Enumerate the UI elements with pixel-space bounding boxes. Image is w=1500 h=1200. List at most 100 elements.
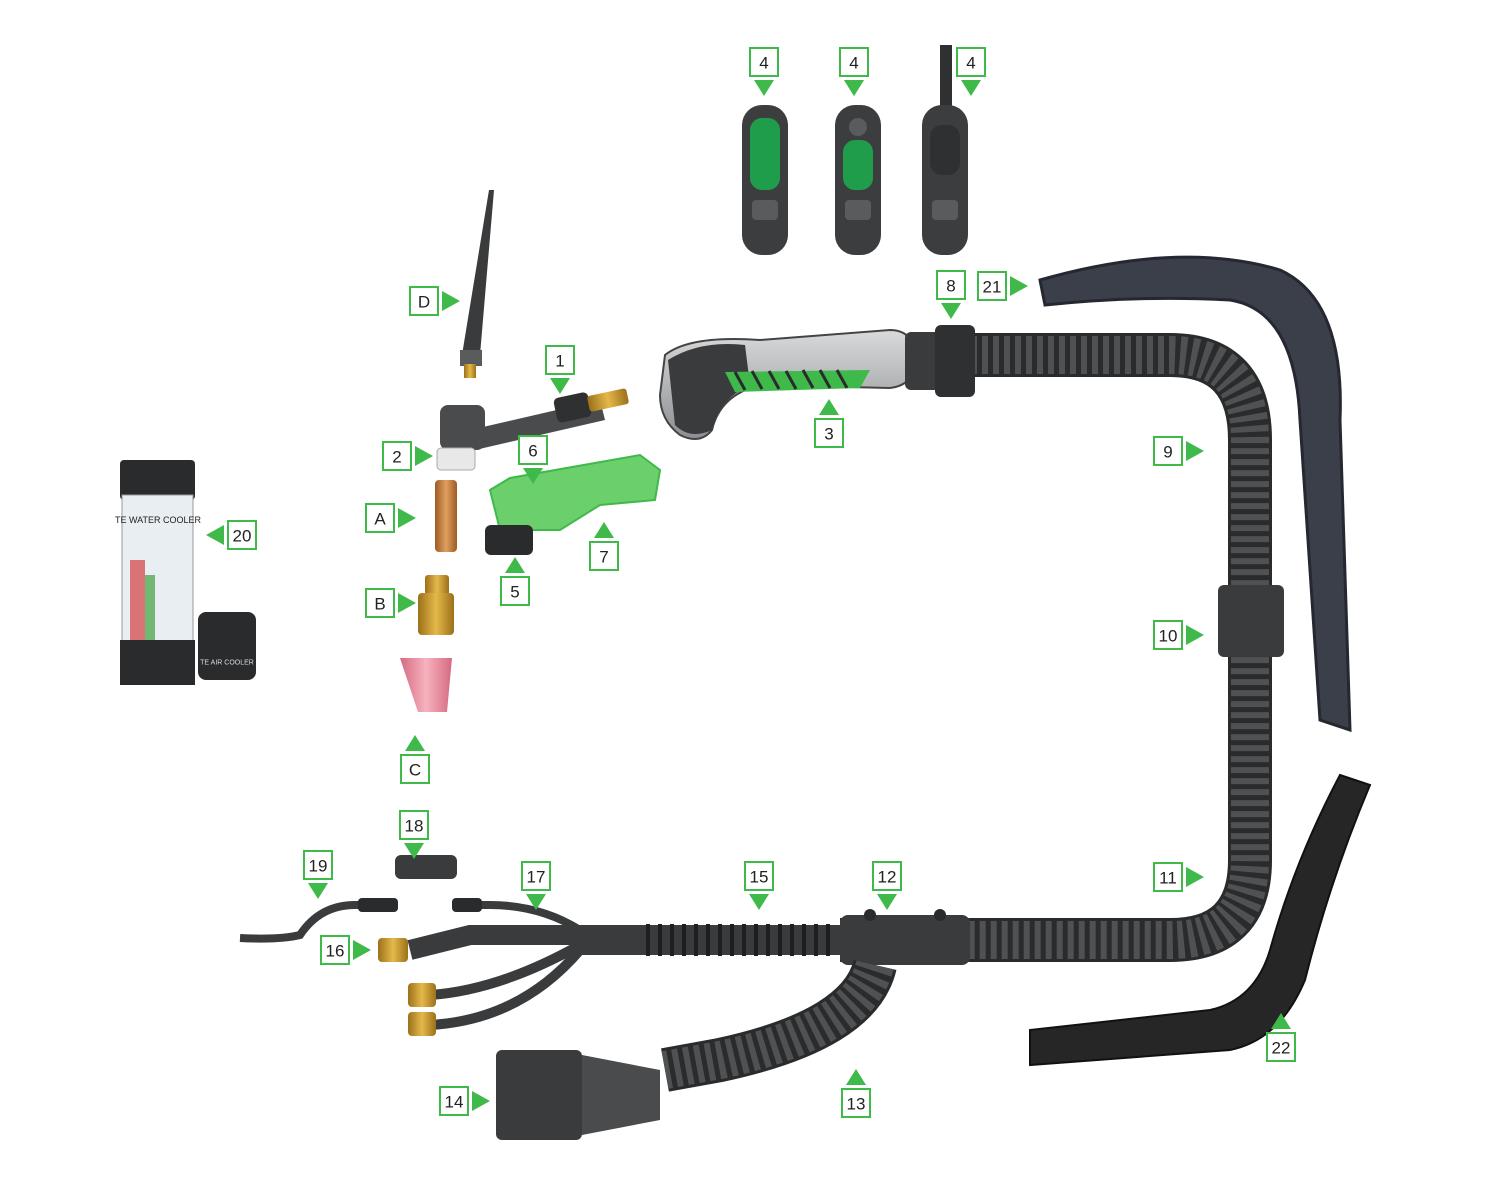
callout-20: 20 bbox=[206, 520, 257, 550]
callout-label: 2 bbox=[392, 448, 401, 467]
callout-arrow-icon bbox=[523, 468, 543, 484]
callout-label: 3 bbox=[824, 425, 833, 444]
callout-15: 15 bbox=[744, 861, 774, 910]
coolant-cap: TE AIR COOLER bbox=[198, 612, 256, 680]
callout-label: 4 bbox=[966, 54, 975, 73]
switch-module-2 bbox=[835, 105, 881, 255]
callout-arrow-icon bbox=[961, 80, 981, 96]
torch-handle bbox=[658, 325, 975, 440]
fitting-16 bbox=[378, 938, 408, 962]
callout-box bbox=[956, 47, 986, 77]
callout-C: C bbox=[400, 735, 430, 784]
callout-label: C bbox=[409, 761, 421, 780]
callout-box bbox=[400, 754, 430, 784]
callout-10: 10 bbox=[1153, 620, 1204, 650]
callout-4c: 4 bbox=[839, 47, 869, 96]
callout-box bbox=[977, 271, 1007, 301]
callout-box bbox=[1153, 862, 1183, 892]
callout-7: 7 bbox=[589, 522, 619, 571]
callout-label: 21 bbox=[983, 278, 1002, 297]
switch-module-1 bbox=[742, 105, 788, 255]
callout-box bbox=[320, 935, 350, 965]
callout-box bbox=[872, 861, 902, 891]
callout-label: 7 bbox=[599, 548, 608, 567]
main-hose bbox=[840, 333, 1284, 962]
callout-label: 4 bbox=[849, 54, 858, 73]
callout-arrow-icon bbox=[505, 557, 525, 573]
callout-box bbox=[589, 541, 619, 571]
callout-box bbox=[303, 850, 333, 880]
callout-22: 22 bbox=[1266, 1013, 1296, 1062]
callout-label: 16 bbox=[326, 942, 345, 961]
callout-box bbox=[439, 1086, 469, 1116]
callout-label: 1 bbox=[555, 352, 564, 371]
callout-4a: 4 bbox=[749, 47, 779, 96]
callout-label: A bbox=[374, 510, 386, 529]
callout-label: 8 bbox=[946, 277, 955, 296]
tungsten-electrode-D bbox=[460, 190, 494, 378]
control-cable-19 bbox=[239, 901, 395, 943]
water-cooler-text: TE WATER COOLER bbox=[115, 515, 202, 525]
callout-3: 3 bbox=[814, 399, 844, 448]
callout-14: 14 bbox=[439, 1086, 490, 1116]
callout-17: 17 bbox=[521, 861, 551, 910]
callout-D: D bbox=[409, 286, 460, 316]
callout-18: 18 bbox=[399, 810, 429, 859]
cable-ends bbox=[239, 855, 584, 1036]
callout-label: 5 bbox=[510, 583, 519, 602]
callout-arrow-icon bbox=[353, 940, 371, 960]
callout-label: 13 bbox=[847, 1095, 866, 1114]
collet-body-B bbox=[418, 575, 454, 635]
callout-box bbox=[1153, 620, 1183, 650]
callout-arrow-icon bbox=[1186, 867, 1204, 887]
hose-joint-10 bbox=[1218, 585, 1284, 657]
callout-13: 13 bbox=[841, 1069, 871, 1118]
callout-box bbox=[1266, 1032, 1296, 1062]
callout-box bbox=[518, 435, 548, 465]
callout-label: 4 bbox=[759, 54, 768, 73]
callout-label: B bbox=[374, 595, 385, 614]
callout-label: 20 bbox=[233, 527, 252, 546]
callout-1: 1 bbox=[545, 345, 575, 394]
callout-label: 12 bbox=[878, 868, 897, 887]
callout-arrow-icon bbox=[941, 303, 961, 319]
callout-5: 5 bbox=[500, 557, 530, 606]
callout-box bbox=[749, 47, 779, 77]
callout-box bbox=[227, 520, 257, 550]
torch-head bbox=[436, 388, 629, 471]
callout-label: 6 bbox=[528, 442, 537, 461]
callout-label: 19 bbox=[309, 857, 328, 876]
callout-label: 14 bbox=[445, 1093, 464, 1112]
callout-arrow-icon bbox=[398, 593, 416, 613]
connector-18 bbox=[395, 855, 457, 879]
callout-arrow-icon bbox=[472, 1091, 490, 1111]
callout-box bbox=[936, 270, 966, 300]
callout-arrow-icon bbox=[442, 291, 460, 311]
callout-box bbox=[841, 1088, 871, 1118]
callout-box bbox=[365, 588, 395, 618]
callout-A: A bbox=[365, 503, 416, 533]
collet-A bbox=[435, 480, 457, 552]
callout-arrow-icon bbox=[550, 378, 570, 394]
switch-module-3 bbox=[922, 45, 968, 255]
callout-box bbox=[1153, 436, 1183, 466]
cable-cover-21 bbox=[1038, 255, 1352, 733]
cable-sheath-15 bbox=[580, 924, 842, 956]
coolant-bottle: TE WATER COOLER bbox=[115, 460, 202, 685]
callout-arrow-icon bbox=[844, 80, 864, 96]
callout-label: 15 bbox=[750, 868, 769, 887]
callout-arrow-icon bbox=[398, 508, 416, 528]
callout-9: 9 bbox=[1153, 436, 1204, 466]
callout-B: B bbox=[365, 588, 416, 618]
callout-label: D bbox=[418, 293, 430, 312]
connector-14 bbox=[496, 1050, 660, 1140]
callout-box bbox=[500, 576, 530, 606]
callout-arrow-icon bbox=[308, 883, 328, 899]
callout-16: 16 bbox=[320, 935, 371, 965]
cable-sleeve-22 bbox=[1029, 773, 1372, 1067]
callout-arrow-icon bbox=[1271, 1013, 1291, 1029]
callout-arrow-icon bbox=[405, 735, 425, 751]
callout-arrow-icon bbox=[1186, 625, 1204, 645]
callout-12: 12 bbox=[872, 861, 902, 910]
